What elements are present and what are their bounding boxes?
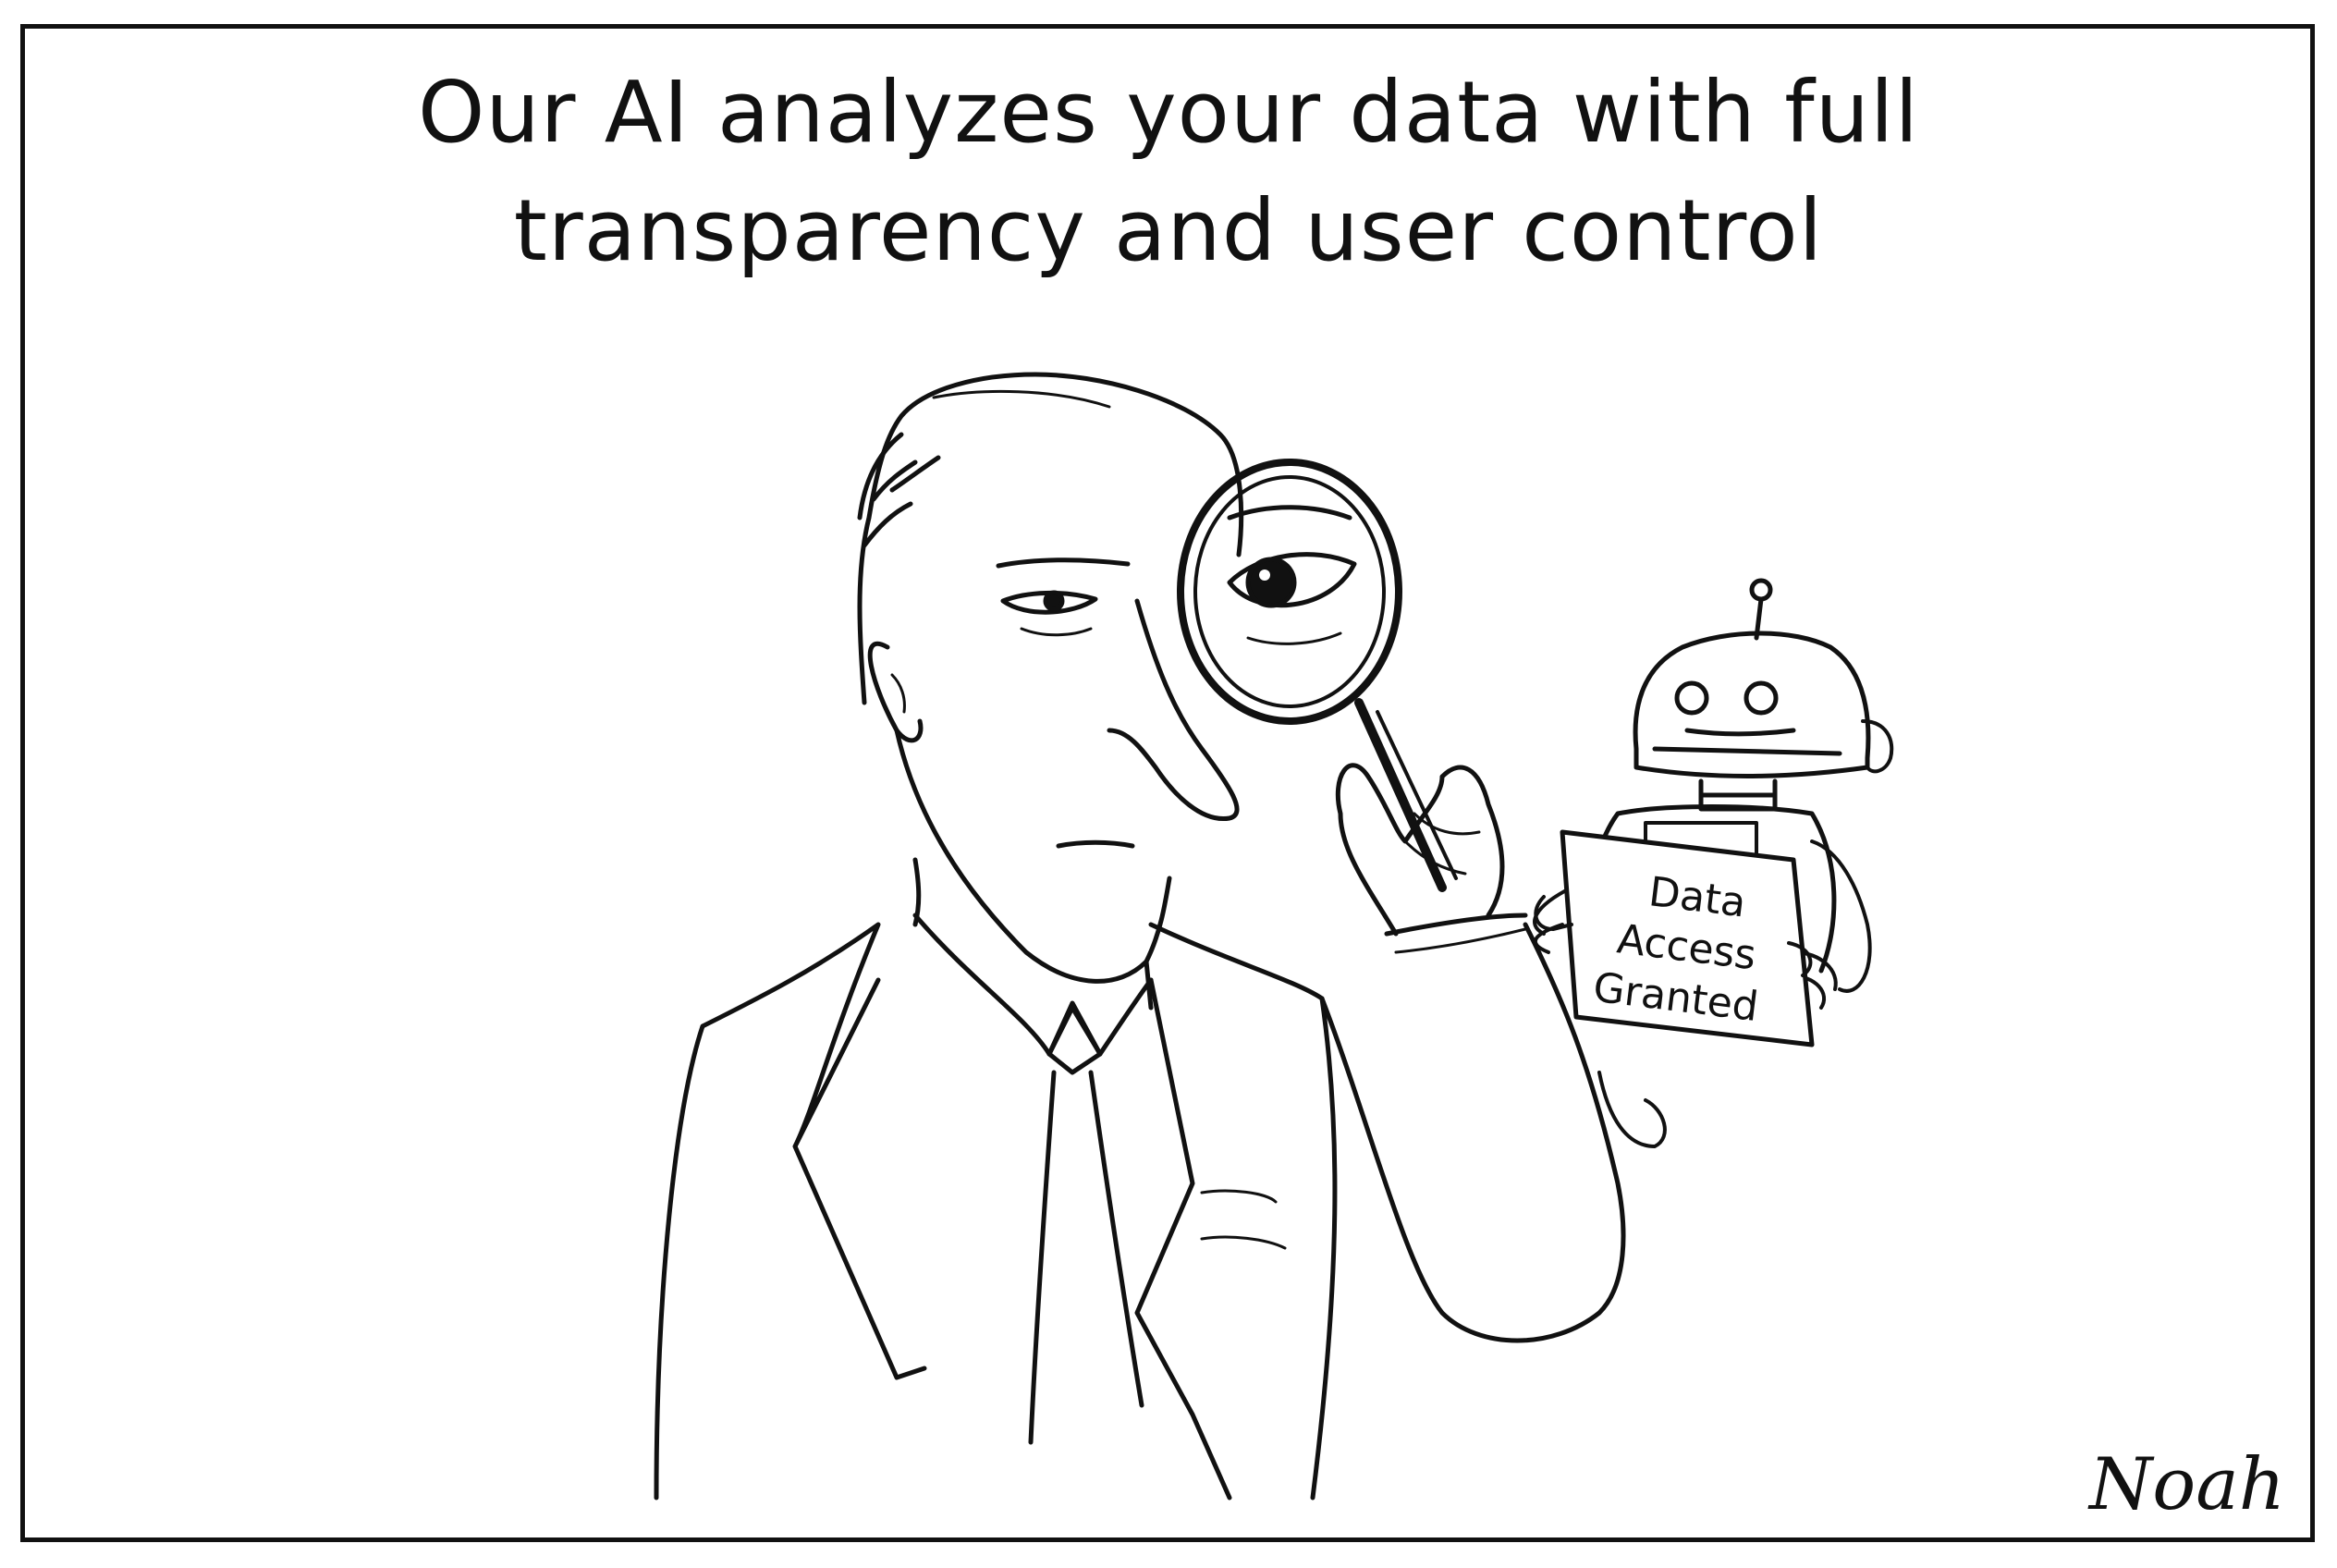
man-jaw [894, 728, 1172, 984]
man-jacket [654, 922, 1338, 1501]
man-head [857, 372, 1244, 705]
magnified-eyebrow [1227, 505, 1352, 521]
man-tie [1028, 1005, 1144, 1445]
cartoon-caption: Our AI analyzes your data with full tran… [0, 54, 2337, 290]
man-arm [1319, 913, 1626, 1343]
man-nose [1107, 598, 1240, 822]
man-collar [912, 913, 1154, 1057]
robot-right-eye [1744, 680, 1779, 716]
robot-antenna [1749, 578, 1773, 602]
data-access-sign [1560, 829, 1815, 1047]
robot-mouth [1652, 728, 1842, 756]
robot-head [1633, 631, 1871, 778]
man-hair [857, 432, 941, 548]
man-eyebrow [996, 557, 1131, 569]
man-mouth [1056, 839, 1135, 849]
man-figure [654, 372, 1626, 1501]
caption-line-2: transparency and user control [513, 181, 1824, 280]
magnifying-glass-icon [1177, 459, 1458, 892]
man-eye [1000, 590, 1098, 615]
sign-line-1: Data [1646, 868, 1748, 926]
artist-signature: Noah [2087, 1443, 2285, 1526]
robot-figure: Data Access Granted [1533, 578, 1894, 1148]
caption-line-1: Our AI analyzes your data with full [417, 63, 1920, 162]
robot-left-eye [1674, 680, 1709, 716]
man-ear [867, 641, 924, 743]
